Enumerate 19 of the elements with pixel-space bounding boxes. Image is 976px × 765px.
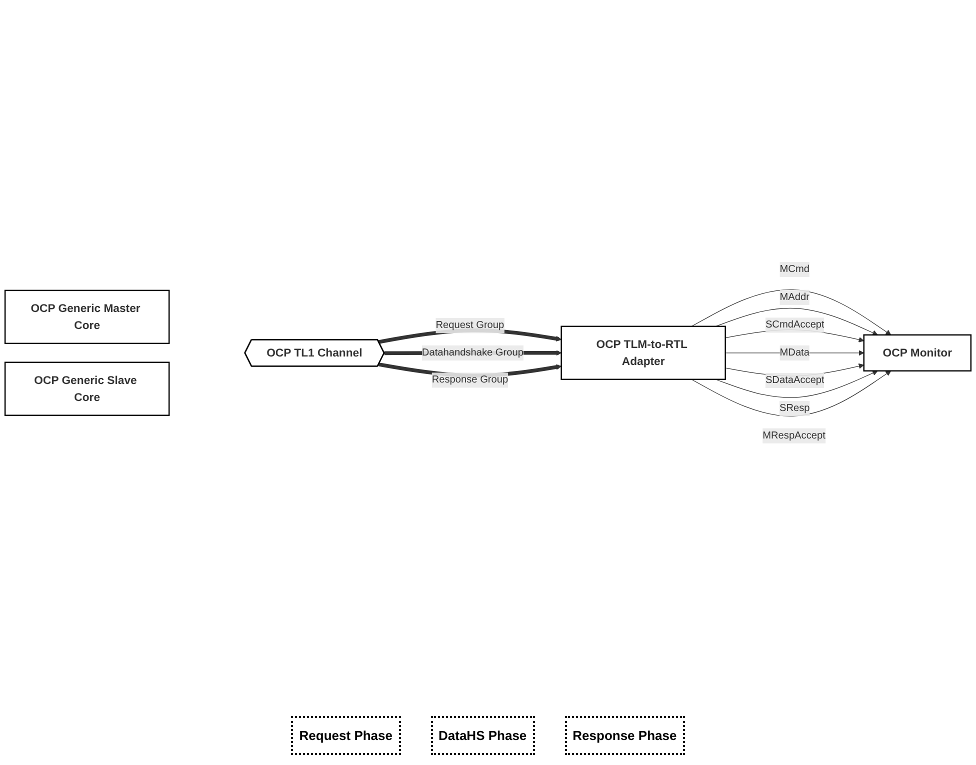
phase-label: Request Phase xyxy=(291,716,400,755)
edge-label: MRespAccept xyxy=(762,430,826,442)
edge-label: SCmdAccept xyxy=(765,320,824,331)
edge-label: SDataAccept xyxy=(765,375,824,386)
phase-label: DataHS Phase xyxy=(430,716,535,755)
edge-label: Request Group xyxy=(436,320,504,331)
edge-label: MAddr xyxy=(780,292,810,303)
node-box: OCP Monitor xyxy=(863,334,972,372)
edge-label: Response Group xyxy=(432,374,508,386)
node-box: OCP Generic Master Core xyxy=(4,290,170,344)
phase-label: Response Phase xyxy=(564,716,685,755)
edge-label: Datahandshake Group xyxy=(422,347,524,358)
node-box: OCP TLM-to-RTL Adapter xyxy=(560,326,726,380)
node-box: OCP Generic Slave Core xyxy=(4,362,170,416)
edge-label: SResp xyxy=(779,403,810,414)
edge-label: MCmd xyxy=(780,264,810,275)
edge-label: MData xyxy=(780,347,810,358)
arrow xyxy=(715,308,878,336)
arrow xyxy=(691,370,892,417)
